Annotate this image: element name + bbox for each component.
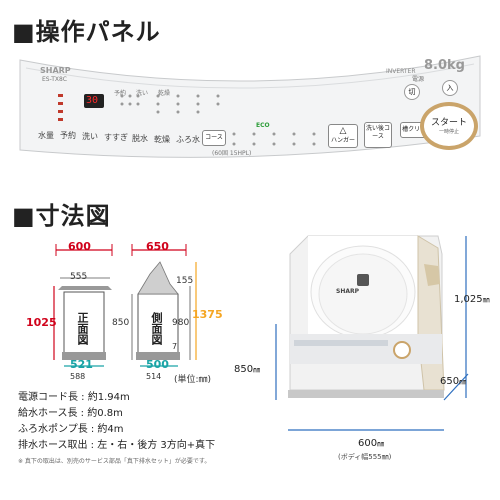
front-base-outer-value: 588 <box>70 372 86 381</box>
photo-side-value: 650㎜ <box>440 376 467 387</box>
inverter-label: INVERTER <box>386 68 416 75</box>
small-label-arai: 洗い <box>136 90 149 97</box>
course-option-grid <box>232 132 316 146</box>
photo-body-width-value: (ボディ幅555㎜) <box>338 453 392 461</box>
hanger-icon: △ <box>339 126 347 136</box>
course-button[interactable]: コース <box>202 130 226 146</box>
hanger-label: ハンガー <box>330 137 355 144</box>
timer-button[interactable]: 予約 <box>60 131 76 140</box>
water-level-button[interactable]: 水量 <box>38 131 54 140</box>
panel-section-title: ■操作パネル <box>12 18 161 46</box>
side-inner-height-value: 850 <box>112 318 130 328</box>
rinse-button[interactable]: すすぎ <box>104 133 128 142</box>
eco-label: ECO <box>256 122 270 129</box>
photo-width-arrow <box>288 429 444 431</box>
side-offset-value: 155 <box>176 276 194 286</box>
bath-water-button[interactable]: ふろ水 <box>176 135 200 144</box>
spec-cord-length: 電源コード長 : 約1.94m <box>18 392 130 403</box>
side-view-label: 側面図 <box>150 312 163 345</box>
unit-label: (単位:㎜) <box>174 375 212 385</box>
spec-bath-pump: ふろ水ポンプ長 : 約4m <box>18 424 124 435</box>
pause-label: 一時停止 <box>438 129 459 135</box>
spec-supply-hose: 給水ホース長 : 約0.8m <box>18 408 123 419</box>
capacity-label: 8.0kg <box>424 58 465 73</box>
power-label: 電源 <box>412 76 425 83</box>
spin-button[interactable]: 脱水 <box>132 134 148 143</box>
photo-width-value: 600㎜ <box>358 438 385 449</box>
minutes-label: (60固 15HPL) <box>212 150 252 157</box>
brand-logo: SHARP <box>40 66 71 75</box>
display-screen: 30 <box>84 94 104 108</box>
photo-depth-value: 850㎜ <box>234 364 261 375</box>
photo-height-value: 1,025㎜ <box>454 294 490 305</box>
washer-brand-logo: SHARP <box>336 288 360 295</box>
spec-drain-hose: 排水ホース取出 : 左・右・後方 3方向+真下 <box>18 440 216 451</box>
power-on-button[interactable]: 入 <box>442 80 458 96</box>
side-width-value: 650 <box>146 240 169 253</box>
power-off-button[interactable]: 切 <box>404 84 420 100</box>
front-view-label: 正面図 <box>76 312 89 345</box>
side-base-outer-value: 514 <box>146 372 162 381</box>
indicator-grid <box>58 94 220 121</box>
wash-button[interactable]: 洗い <box>82 132 98 141</box>
front-width-value: 600 <box>68 240 91 253</box>
hanger-button[interactable]: △ ハンガー <box>328 124 358 148</box>
front-height-value: 1025 <box>26 316 57 329</box>
washer-photo <box>275 235 469 401</box>
dry-button[interactable]: 乾燥 <box>154 135 170 144</box>
display-value: 30 <box>86 95 99 106</box>
side-small-value: 7 <box>172 342 178 351</box>
after-wash-course-button[interactable]: 洗い後コース <box>364 122 392 148</box>
start-pause-button[interactable]: スタート 一時停止 <box>420 102 478 150</box>
model-number: ES-TX8C <box>42 76 67 83</box>
front-inner-width-value: 555 <box>70 272 88 282</box>
max-height-value: 1375 <box>192 308 223 321</box>
small-label-kansou: 乾燥 <box>158 90 171 97</box>
start-label: スタート <box>430 118 467 128</box>
small-label-yoyaku: 予約 <box>114 90 127 97</box>
dimension-drawings <box>53 244 197 367</box>
footnote: ※ 真下の取出は、別売のサービス部品「真下排水セット」が必要です。 <box>18 458 211 465</box>
front-base-width-value: 521 <box>70 358 93 371</box>
side-base-width-value: 500 <box>146 358 169 371</box>
control-panel: SHARP ES-TX8C INVERTER 8.0kg 30 予約 洗い 乾燥… <box>16 52 484 162</box>
dimensions-section-title: ■寸法図 <box>12 202 111 230</box>
side-total-height-value: 980 <box>172 318 190 328</box>
